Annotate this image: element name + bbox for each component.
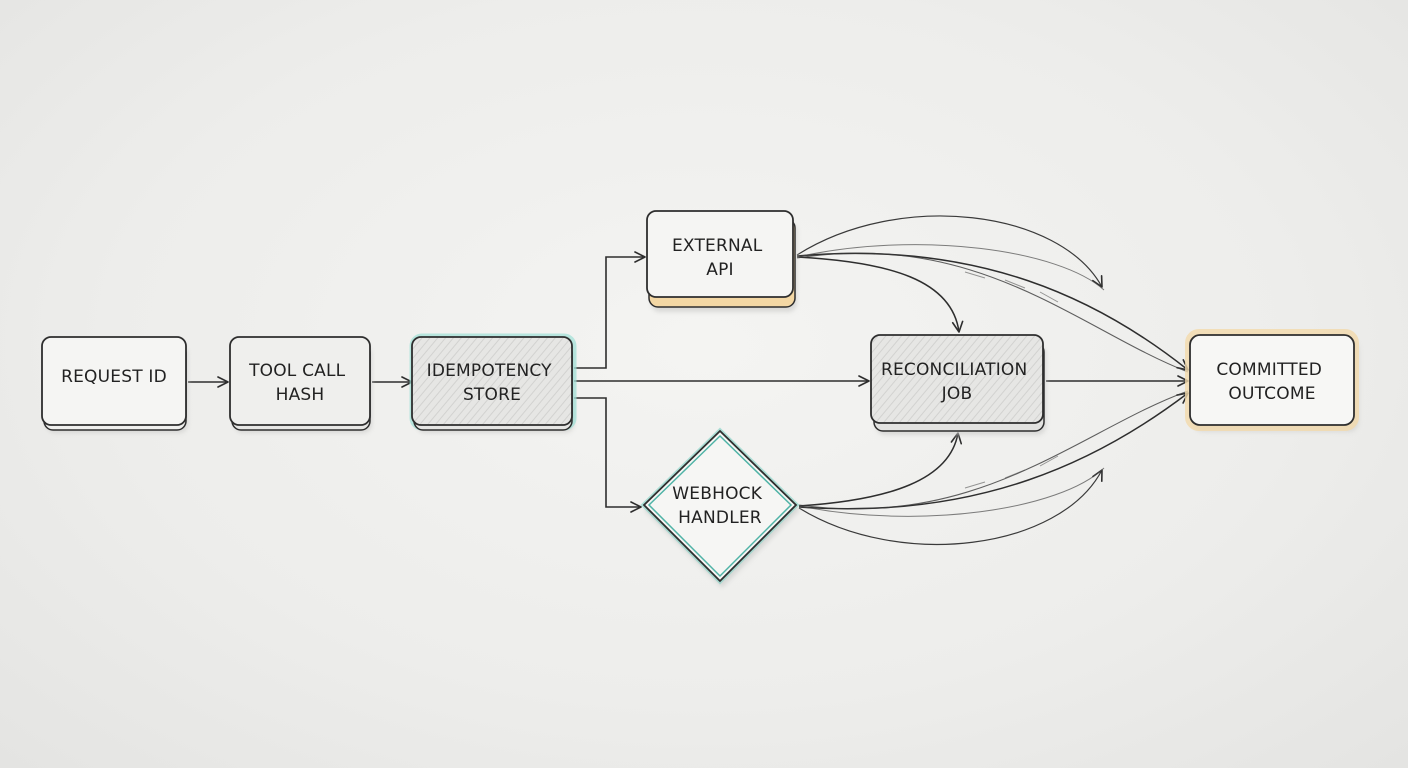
- node-external-api-label: EXTERNAL API: [672, 236, 768, 280]
- node-committed-outcome-label: COMMITTED OUTCOME: [1216, 360, 1327, 404]
- edge-idempotency-store-to-external-api: [574, 251, 646, 369]
- node-tool-call-hash-label: TOOL CALL HASH: [248, 361, 351, 405]
- node-request-id-label: REQUEST ID: [61, 367, 167, 387]
- edges: [188, 215, 1189, 546]
- node-webhook-handler: WEBHOCK HANDLER: [640, 427, 800, 588]
- edge-external-api-to-reconciliation-job: [796, 256, 964, 333]
- edge-webhook-handler-to-reconciliation-job: [798, 432, 963, 507]
- node-external-api: EXTERNAL API: [646, 210, 797, 312]
- edge-idempotency-store-to-webhook-handler: [574, 397, 642, 513]
- node-tool-call-hash: TOOL CALL HASH: [229, 336, 372, 433]
- edge-external-api-to-committed-outcome: [796, 215, 1189, 373]
- node-idempotency-store: IDEMPOTENCY STORE: [409, 333, 577, 433]
- node-committed-outcome: COMMITTED OUTCOME: [1185, 329, 1359, 432]
- edge-webhook-handler-to-committed-outcome: [798, 390, 1189, 546]
- node-idempotency-store-label: IDEMPOTENCY STORE: [427, 361, 558, 405]
- node-webhook-handler-label: WEBHOCK HANDLER: [672, 484, 767, 528]
- node-request-id: REQUEST ID: [41, 336, 188, 433]
- node-reconciliation-job-label: RECONCILIATION JOB: [881, 360, 1033, 404]
- node-reconciliation-job: RECONCILIATION JOB: [870, 334, 1046, 435]
